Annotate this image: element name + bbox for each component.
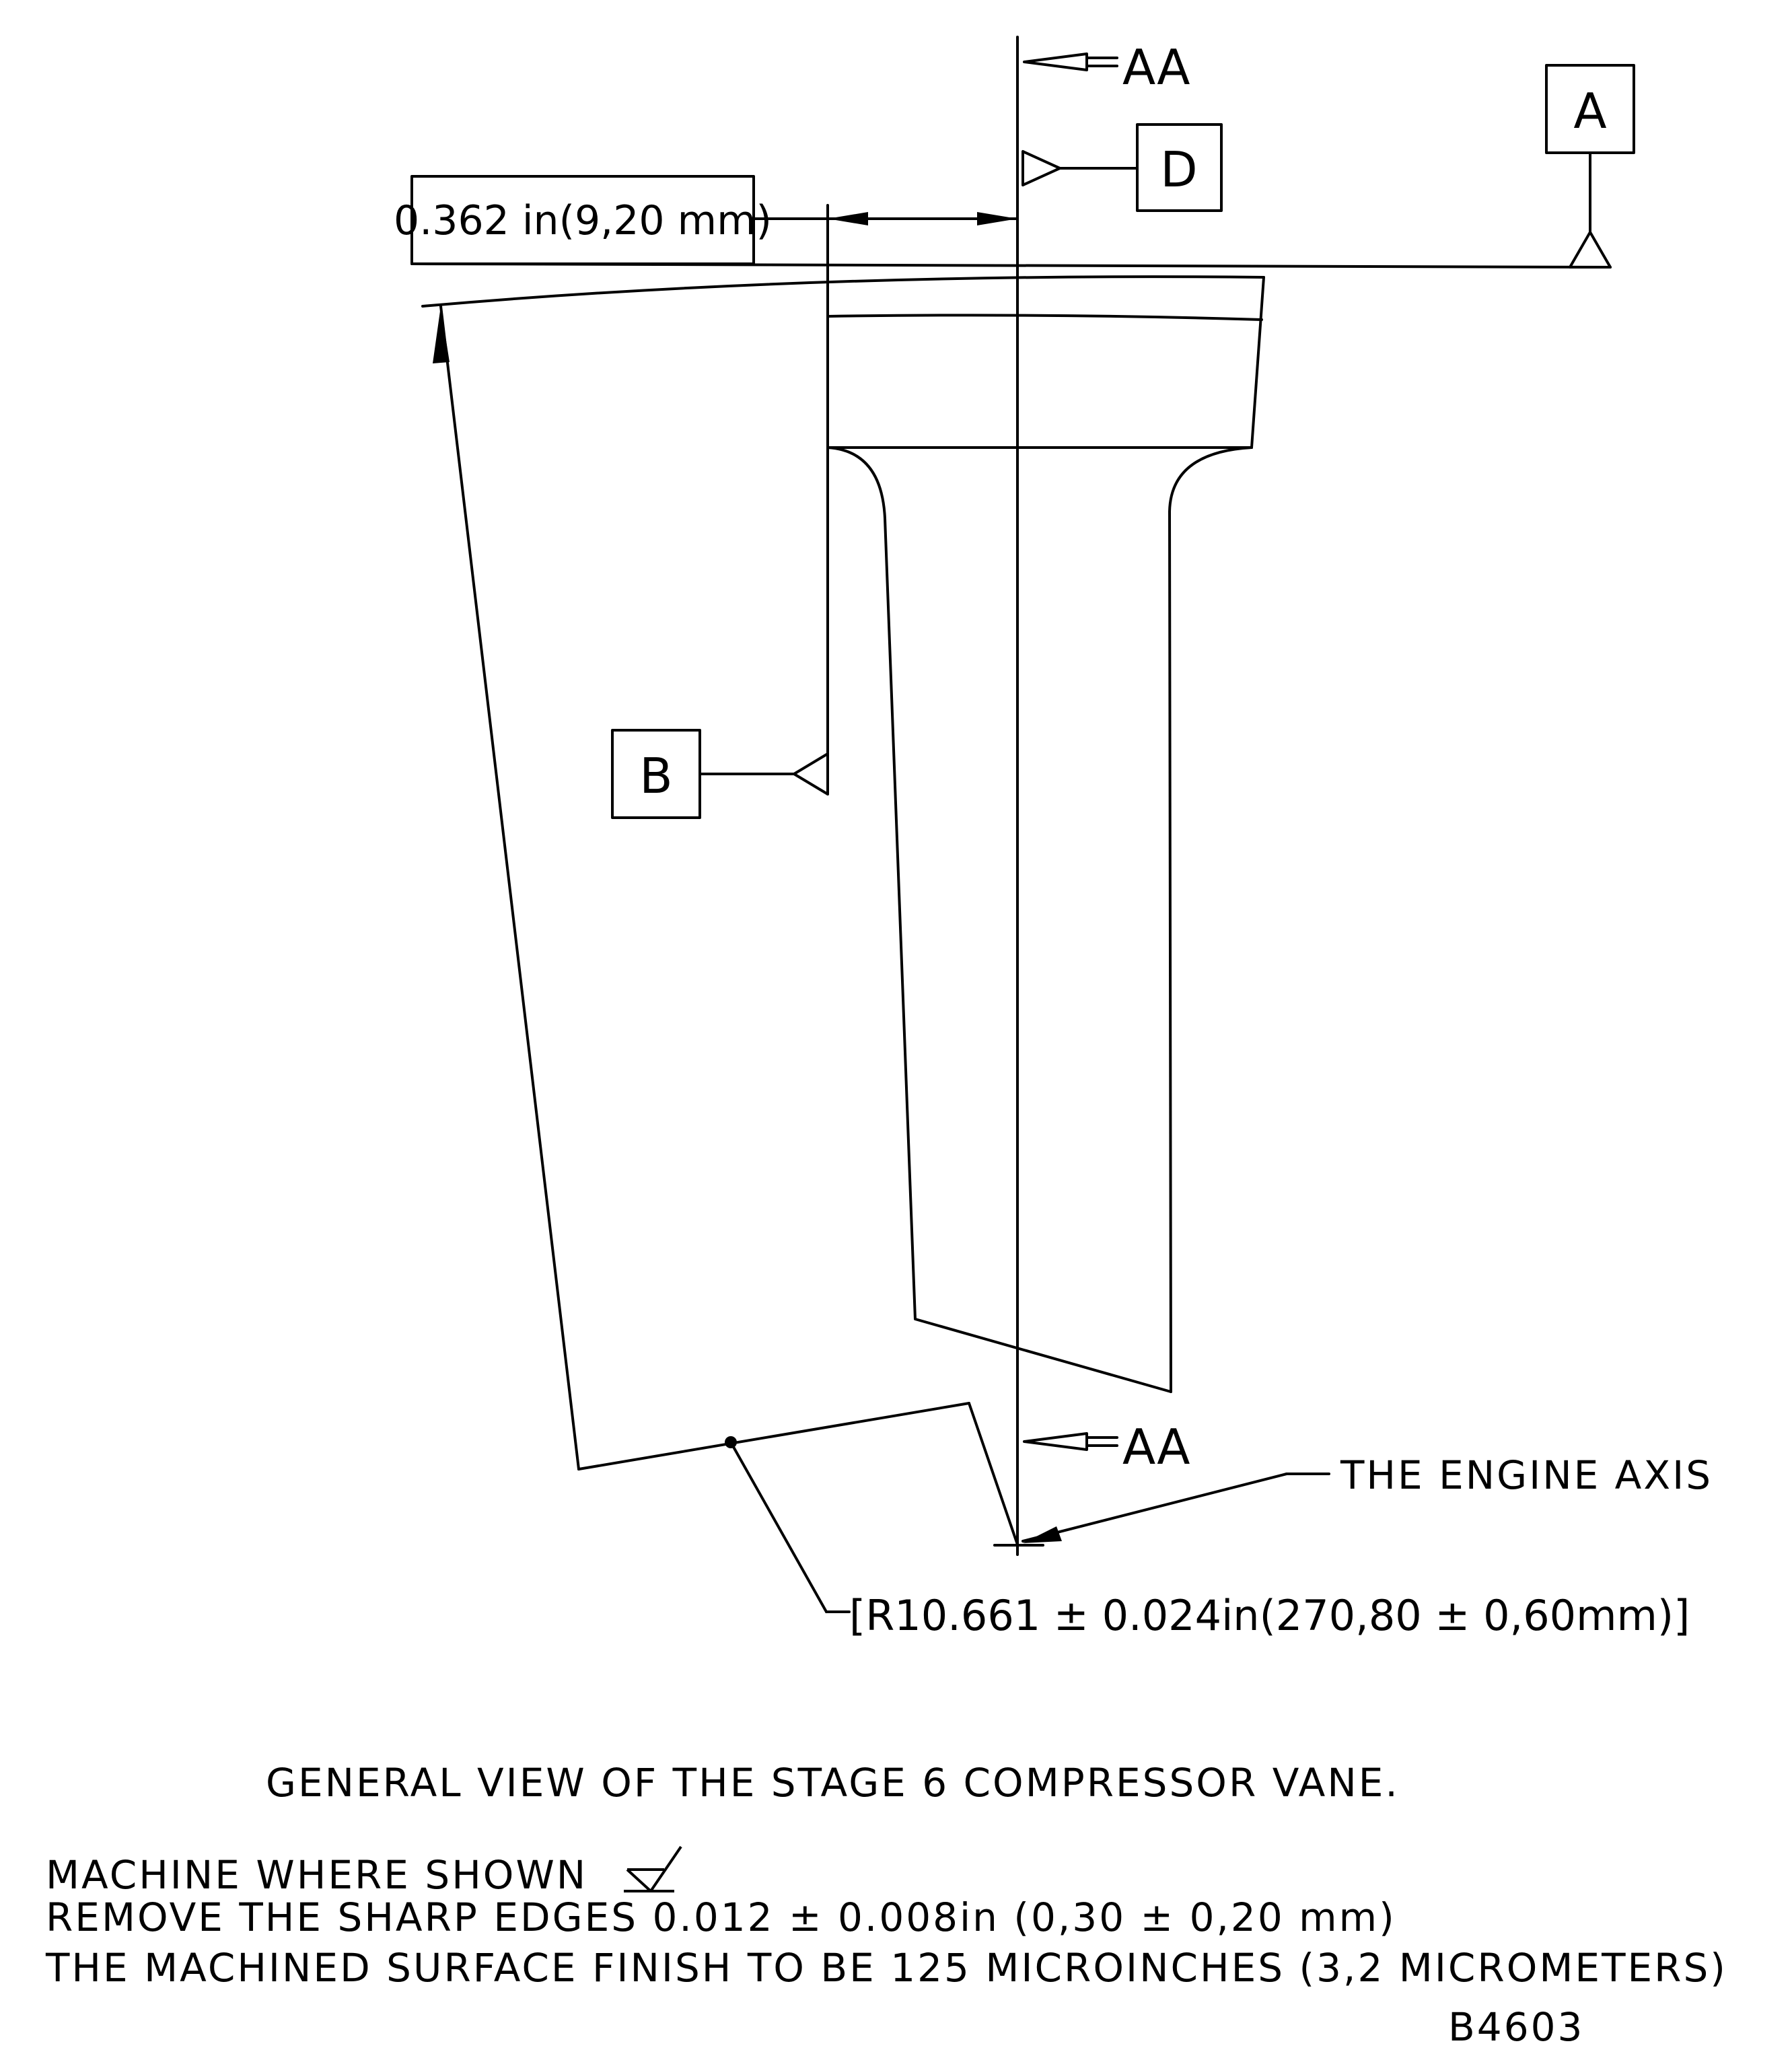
section-label-top: AA [1122, 39, 1190, 96]
machining-symbol-icon [623, 1845, 682, 1892]
engine-axis-label: THE ENGINE AXIS [1340, 1452, 1713, 1498]
engine-axis-callout: THE ENGINE AXIS [993, 1452, 1713, 1547]
width-dimension-label: 0.362 in(9,20 mm) [394, 197, 772, 244]
outer-arc [421, 275, 1265, 308]
datum-b-label: B [639, 748, 672, 804]
radius-dimension: [R10.661 ± 0.024in(270,80 ± 0,60mm)] [729, 1441, 1690, 1640]
vane-platform [826, 273, 1265, 449]
figure-number: B4603 [1448, 2004, 1585, 2050]
datum-d-label: D [1160, 141, 1197, 198]
datum-b: B [611, 446, 829, 819]
machine-note-text: MACHINE WHERE SHOWN [46, 1852, 588, 1898]
width-dimension: 0.362 in(9,20 mm) [394, 175, 1019, 284]
surface-finish-note: THE MACHINED SURFACE FINISH TO BE 125 MI… [46, 1945, 1727, 1991]
drawing-title: GENERAL VIEW OF THE STAGE 6 COMPRESSOR V… [266, 1760, 1400, 1806]
machine-note: MACHINE WHERE SHOWN [46, 1844, 691, 1898]
sharp-edges-note: REMOVE THE SHARP EDGES 0.012 ± 0.008in (… [46, 1894, 1396, 1940]
radius-outline [433, 305, 1019, 1546]
datum-d: D [1022, 123, 1223, 212]
datum-a: A [1545, 64, 1635, 269]
section-label-bottom: AA [1122, 1419, 1190, 1475]
datum-a-label: A [1573, 83, 1606, 139]
section-marker-bottom: AA [1016, 1419, 1190, 1475]
radius-dimension-label: [R10.661 ± 0.024in(270,80 ± 0,60mm)] [849, 1591, 1690, 1640]
section-marker-top: AA [1016, 39, 1190, 96]
vane-stem [826, 446, 1253, 1393]
